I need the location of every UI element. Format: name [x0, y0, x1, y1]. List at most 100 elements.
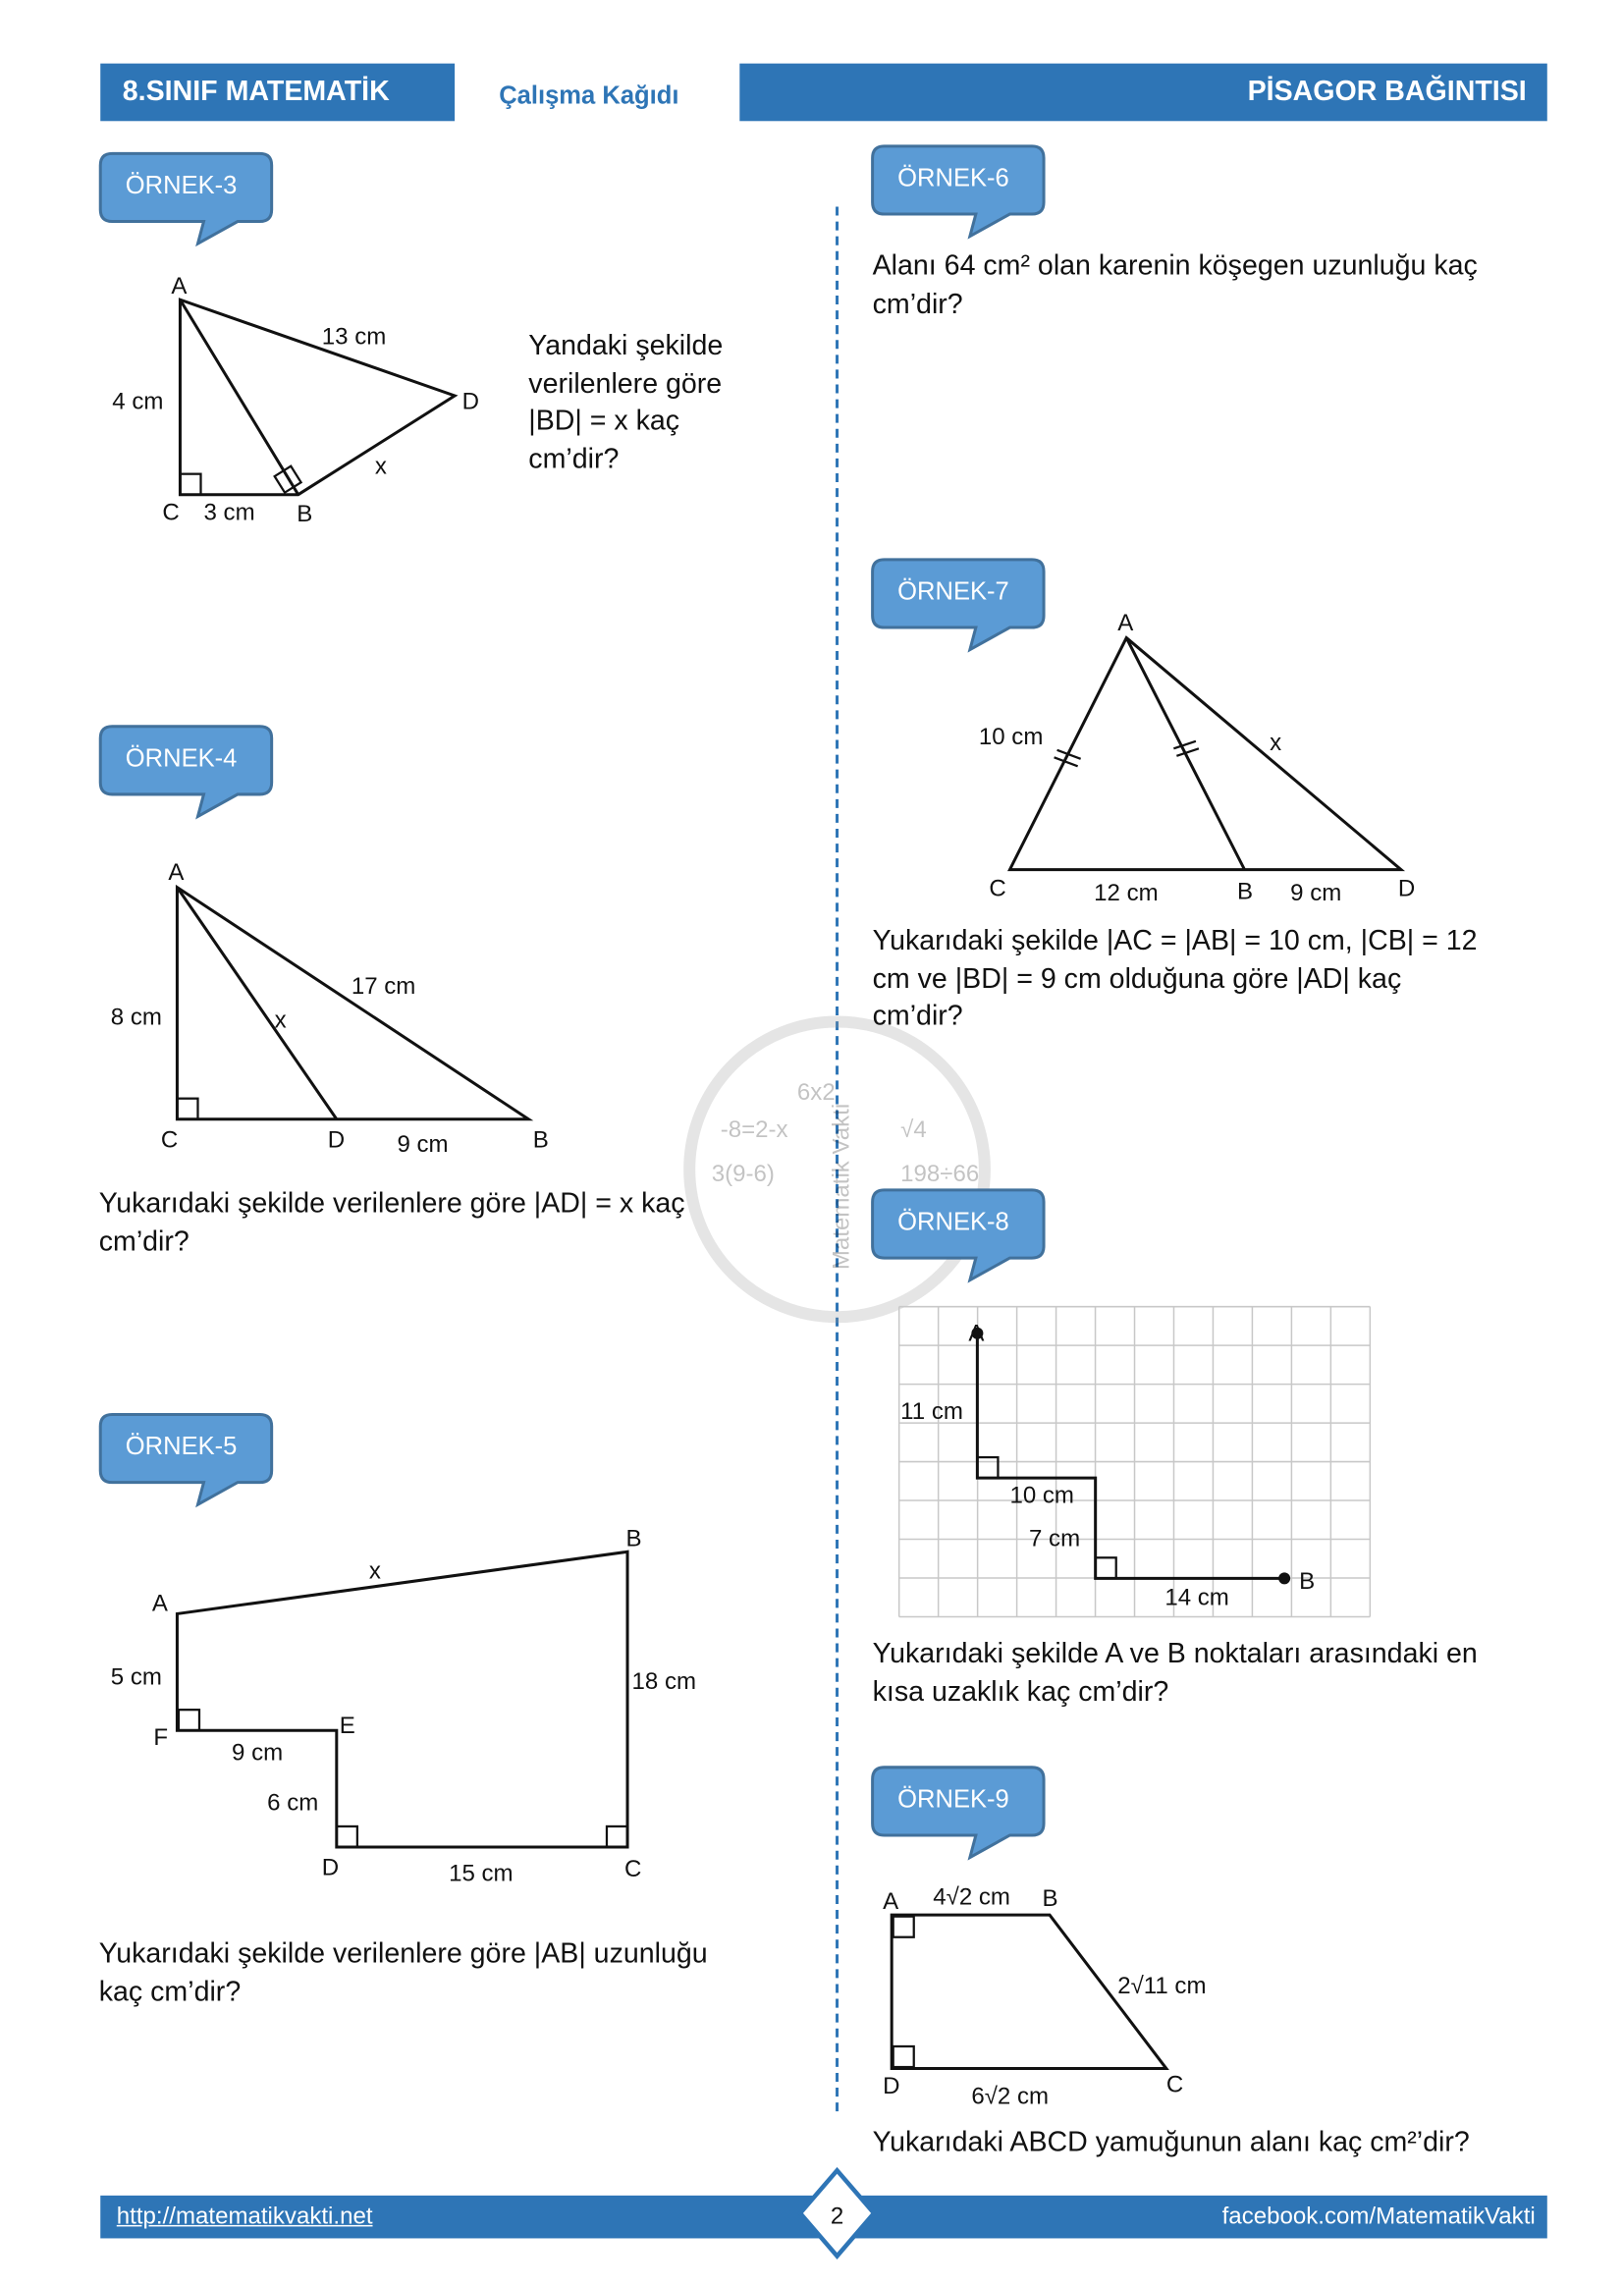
question-line: Yandaki şekilde — [528, 330, 724, 362]
question-line: |BD| = x kaç — [528, 406, 680, 438]
question-line: Yukarıdaki şekilde |AC = |AB| = 10 cm, |… — [872, 925, 1478, 957]
svg-text:3(9-6): 3(9-6) — [712, 1161, 775, 1187]
side-label: 4√2 cm — [933, 1884, 1010, 1911]
grade-banner: 8.SINIF MATEMATİK — [100, 63, 456, 122]
example-8-callout: ÖRNEK-8 — [871, 1188, 1046, 1282]
point-label: B — [1299, 1568, 1315, 1595]
example-8-figure — [971, 1327, 1291, 1585]
side-label: 13 cm — [322, 323, 386, 350]
point-label: C — [624, 1856, 641, 1882]
point-label: B — [626, 1525, 642, 1551]
point-label: C — [1166, 2072, 1183, 2098]
point-label: D — [883, 2073, 899, 2099]
point-label: D — [1398, 876, 1415, 902]
example-9-callout: ÖRNEK-9 — [871, 1766, 1046, 1860]
point-label: A — [883, 1888, 898, 1915]
point-label: D — [322, 1855, 339, 1881]
example-3-question: Yandaki şekilde verilenlere göre |BD| = x … — [528, 328, 723, 478]
example-6-question: Alanı 64 cm² olan karenin köşegen uzunlu… — [873, 248, 1478, 324]
question-line: cm’dir? — [98, 1225, 189, 1258]
svg-text:198÷66: 198÷66 — [900, 1161, 979, 1187]
point-label: B — [297, 501, 312, 527]
question-line: kaç cm’dir? — [98, 1976, 242, 2008]
svg-text:6x2: 6x2 — [797, 1079, 836, 1106]
worksheet-subtitle: Çalışma Kağıdı — [499, 81, 679, 110]
point-label: F — [153, 1724, 168, 1751]
side-label: x — [275, 1007, 287, 1034]
side-label: 5 cm — [111, 1664, 162, 1691]
point-label: B — [533, 1126, 549, 1153]
question-line: Yukarıdaki şekilde verilenlere göre |AD|… — [98, 1188, 685, 1220]
example-9-question: Yukarıdaki ABCD yamuğunun alanı kaç cm²’… — [873, 2125, 1470, 2162]
point-label: A — [168, 859, 184, 886]
side-label: x — [375, 454, 387, 480]
side-label: 10 cm — [979, 724, 1043, 750]
side-label: 8 cm — [111, 1004, 162, 1030]
svg-text:Matematik Vakti: Matematik Vakti — [829, 1104, 855, 1270]
point-label: D — [462, 388, 479, 414]
example-5-question: Yukarıdaki şekilde verilenlere göre |AB|… — [99, 1935, 708, 2011]
example-5-callout: ÖRNEK-5 — [98, 1412, 274, 1506]
side-label: 4 cm — [112, 388, 163, 414]
side-label: x — [369, 1557, 381, 1584]
question-line: cm’dir? — [528, 443, 620, 475]
side-label: 10 cm — [1009, 1483, 1073, 1509]
side-label: 9 cm — [1290, 880, 1341, 906]
question-line: Yukarıdaki şekilde A ve B noktaları aras… — [872, 1638, 1478, 1670]
example-8-question: Yukarıdaki şekilde A ve B noktaları aras… — [873, 1636, 1478, 1712]
point-label: B — [1237, 879, 1253, 905]
website-link[interactable]: http://matematikvakti.net — [116, 2204, 373, 2230]
side-label: 12 cm — [1094, 880, 1158, 906]
example-6-callout: ÖRNEK-6 — [871, 144, 1046, 239]
point-label: D — [328, 1126, 345, 1153]
svg-text:√4: √4 — [900, 1116, 927, 1143]
facebook-link[interactable]: facebook.com/MatematikVakti — [1221, 2204, 1536, 2230]
example-3-callout: ÖRNEK-3 — [98, 151, 274, 245]
point-label: A — [968, 1320, 984, 1346]
example-8-label: ÖRNEK-8 — [897, 1208, 1009, 1235]
side-label: 3 cm — [203, 499, 254, 525]
question-line: cm’dir? — [872, 288, 963, 320]
topic-banner: PİSAGOR BAĞINTISI — [739, 63, 1547, 122]
question-line: cm’dir? — [872, 1001, 963, 1033]
side-label: 18 cm — [632, 1668, 696, 1695]
grade-title: 8.SINIF MATEMATİK — [122, 77, 390, 108]
side-label: x — [1270, 730, 1281, 756]
example-9-figure — [890, 1913, 1169, 2071]
side-label: 7 cm — [1029, 1525, 1080, 1551]
example-4-callout: ÖRNEK-4 — [98, 725, 274, 818]
example-5-label: ÖRNEK-5 — [126, 1433, 238, 1460]
side-label: 9 cm — [232, 1739, 283, 1766]
question-line: Yukarıdaki ABCD yamuğunun alanı kaç cm²’… — [872, 2127, 1470, 2159]
page-number-diamond: 2 — [796, 2166, 878, 2259]
point-label: E — [340, 1713, 355, 1739]
point-label: C — [162, 499, 179, 525]
example-9-label: ÖRNEK-9 — [897, 1785, 1009, 1813]
point-label: B — [1043, 1885, 1058, 1912]
side-label: 17 cm — [352, 973, 415, 1000]
side-label: 2√11 cm — [1117, 1973, 1206, 1999]
question-line: verilenlere göre — [528, 368, 723, 400]
example-4-figure — [175, 884, 534, 1121]
point-label: A — [152, 1590, 168, 1616]
point-label: C — [989, 876, 1005, 902]
topic-title: PİSAGOR BAĞINTISI — [1247, 77, 1527, 108]
question-line: Yukarıdaki şekilde verilenlere göre |AB|… — [98, 1938, 708, 1970]
example-6-label: ÖRNEK-6 — [897, 164, 1009, 191]
side-label: 11 cm — [900, 1398, 963, 1425]
side-label: 6√2 cm — [971, 2084, 1049, 2110]
question-line: Alanı 64 cm² olan karenin köşegen uzunlu… — [872, 250, 1478, 283]
question-line: kısa uzaklık kaç cm’dir? — [872, 1676, 1169, 1708]
example-7-callout: ÖRNEK-7 — [871, 558, 1046, 652]
point-label: A — [1117, 610, 1133, 636]
example-7-label: ÖRNEK-7 — [897, 577, 1009, 605]
question-line: cm ve |BD| = 9 cm olduğuna göre |AD| kaç — [872, 963, 1402, 995]
side-label: 15 cm — [449, 1861, 513, 1887]
side-label: 14 cm — [1164, 1584, 1228, 1610]
column-divider — [836, 206, 839, 2112]
example-5-figure — [175, 1550, 629, 1849]
example-7-question: Yukarıdaki şekilde |AC = |AB| = 10 cm, |… — [873, 923, 1478, 1036]
example-3-figure — [178, 298, 459, 497]
point-label: A — [171, 273, 187, 299]
